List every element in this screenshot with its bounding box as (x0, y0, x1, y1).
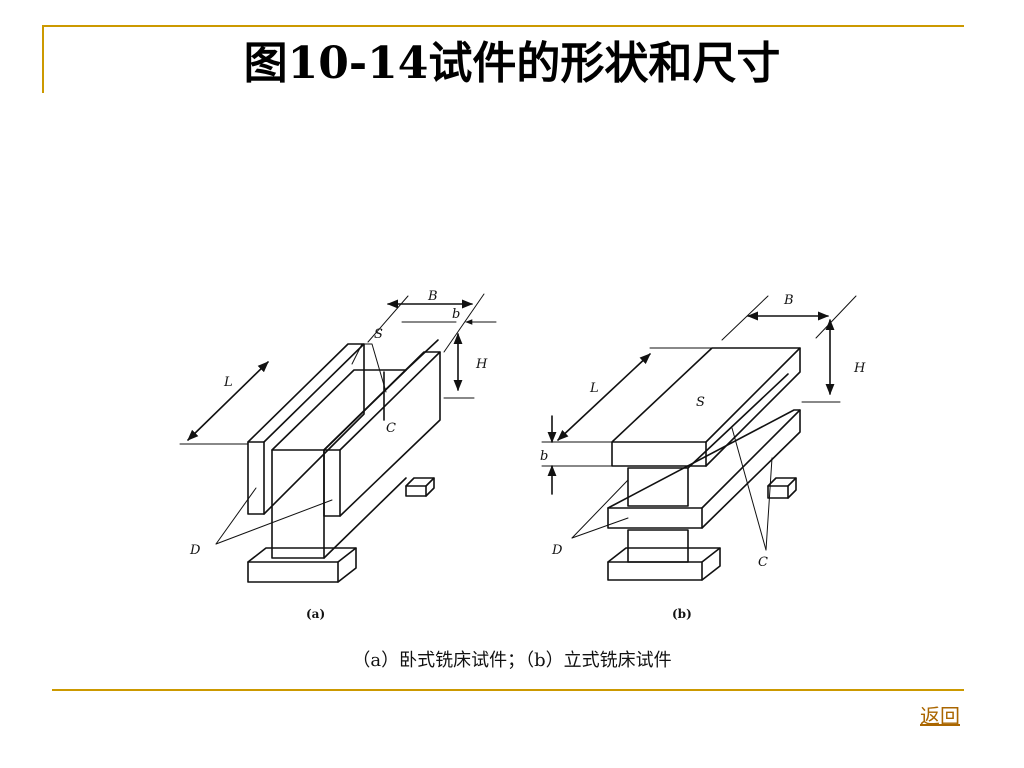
panel-a-drawing (179, 293, 497, 583)
label-b-b: b (540, 449, 548, 464)
label-b-B: B (783, 293, 794, 308)
top-rule (42, 25, 964, 27)
label-b-D: D (551, 543, 563, 558)
panel-b-drawing (541, 295, 857, 581)
sublabel-b: (b) (672, 607, 692, 621)
bottom-rule (52, 689, 964, 691)
label-b-H: H (853, 361, 866, 376)
label-a-L: L (223, 375, 233, 390)
label-a-D: D (189, 543, 201, 558)
label-a-S: S (374, 327, 383, 342)
label-a-H: H (475, 357, 488, 372)
left-rule (42, 25, 44, 93)
label-a-B: B (427, 289, 438, 304)
label-b-C: C (758, 555, 768, 570)
sublabel-a: (a) (306, 607, 325, 621)
specimen-figure: B b S H L C D (a) (176, 282, 870, 626)
label-a-b: b (452, 307, 460, 322)
label-a-C: C (386, 421, 396, 436)
back-link[interactable]: 返回 (920, 704, 960, 728)
slide-title: 图10-14试件的形状和尺寸 (243, 38, 781, 89)
figure-caption: （a）卧式铣床试件；（b）立式铣床试件 (352, 650, 672, 671)
label-b-S: S (696, 395, 705, 410)
label-b-L: L (589, 381, 599, 396)
